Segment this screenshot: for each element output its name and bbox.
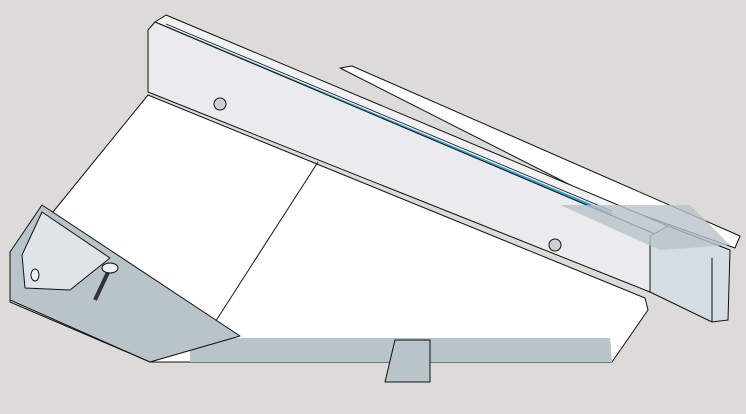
base-plate-seam	[209, 161, 319, 331]
left-clamp-face	[21, 211, 111, 291]
support-post	[384, 339, 431, 383]
clamp-pin	[30, 268, 40, 282]
end-stop-shadow	[560, 205, 730, 250]
rear-plate	[339, 65, 741, 249]
clamp-bolt	[93, 267, 112, 301]
clamp-bolt-head	[101, 262, 119, 274]
t-slot-edge	[165, 23, 613, 212]
fence-screw-hole	[213, 97, 227, 111]
fence-screw-hole	[548, 238, 562, 252]
